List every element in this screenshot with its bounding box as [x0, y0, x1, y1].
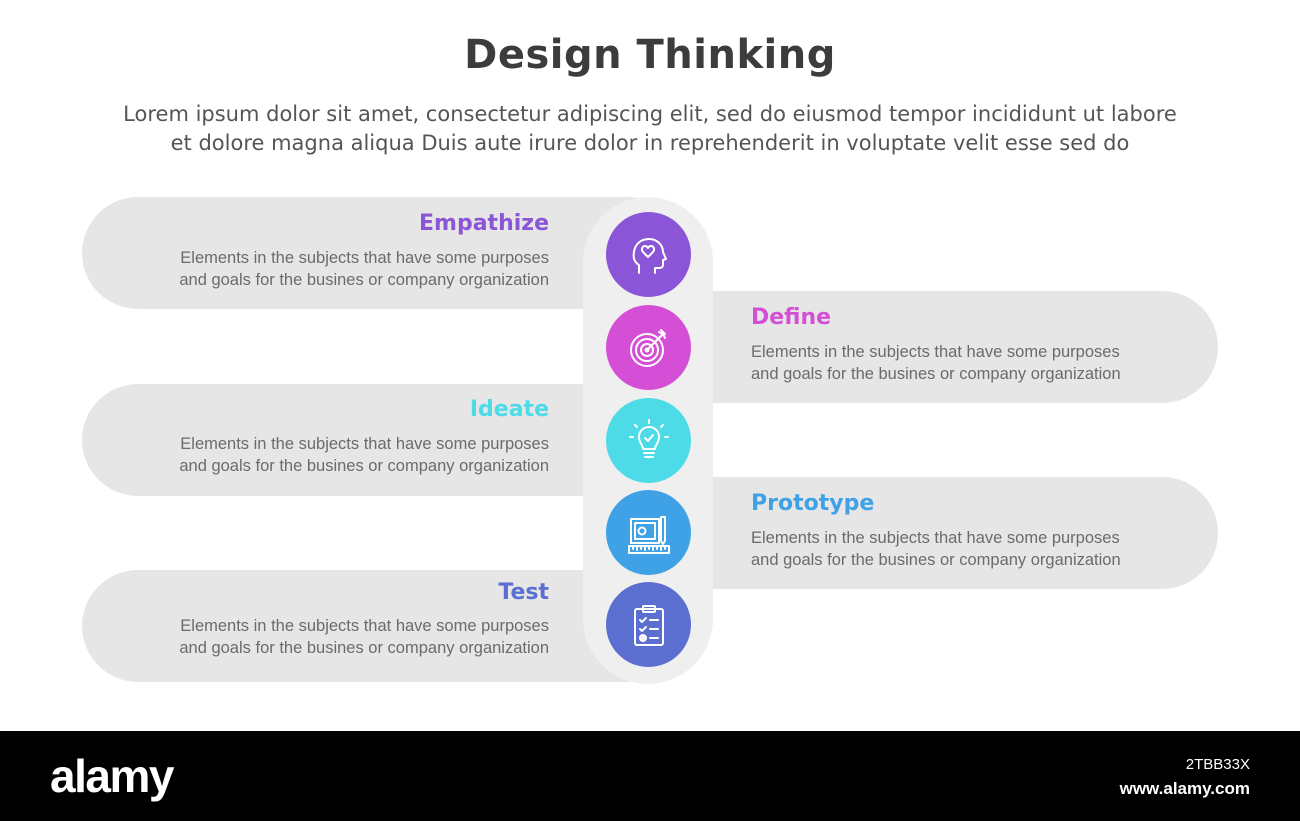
footer-url: www.alamy.com	[1119, 779, 1250, 798]
lightbulb-icon	[606, 398, 691, 483]
step-title-empathize: Empathize	[419, 211, 549, 236]
step-card-define	[620, 291, 1218, 403]
step-desc-empathize: Elements in the subjects that have some …	[179, 249, 549, 289]
step-desc-prototype: Elements in the subjects that have some …	[751, 529, 1121, 569]
page-subtitle: Lorem ipsum dolor sit amet, consectetur …	[40, 100, 1260, 158]
clipboard-checklist-icon	[606, 582, 691, 667]
step-desc-test: Elements in the subjects that have some …	[179, 617, 549, 657]
footer-image-info: 2TBB33X www.alamy.com	[1120, 753, 1250, 801]
step-card-ideate	[82, 384, 682, 496]
head-heart-icon	[606, 212, 691, 297]
target-arrow-icon	[606, 305, 691, 390]
step-card-prototype	[620, 477, 1218, 589]
stock-footer-bar: alamy 2TBB33X www.alamy.com	[0, 731, 1300, 821]
step-title-test: Test	[498, 580, 549, 605]
step-title-define: Define	[751, 305, 832, 330]
subtitle-line-1: Lorem ipsum dolor sit amet, consectetur …	[123, 102, 1177, 126]
image-id: 2TBB33X	[1185, 756, 1250, 773]
step-card-test	[82, 570, 682, 682]
step-title-prototype: Prototype	[751, 491, 875, 516]
step-desc-define: Elements in the subjects that have some …	[751, 343, 1121, 383]
step-card-empathize	[82, 197, 682, 309]
subtitle-line-2: et dolore magna aliqua Duis aute irure d…	[170, 131, 1130, 155]
blueprint-ruler-icon	[606, 490, 691, 575]
alamy-logo: alamy	[50, 750, 174, 802]
step-title-ideate: Ideate	[469, 397, 549, 422]
page-title: Design Thinking	[464, 32, 836, 78]
step-desc-ideate: Elements in the subjects that have some …	[179, 435, 549, 475]
